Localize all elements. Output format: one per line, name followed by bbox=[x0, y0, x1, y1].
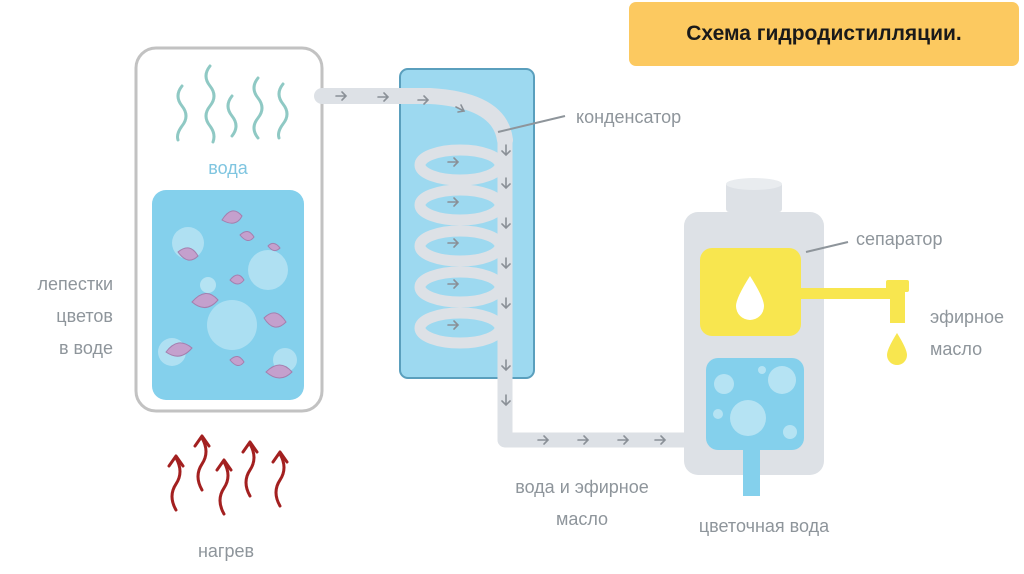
water-and-oil-label-line2: масло bbox=[556, 509, 608, 529]
essential-oil-label-line2: масло bbox=[930, 339, 982, 359]
diagram-title: Схема гидродистилляции. bbox=[686, 22, 962, 45]
essential-oil-label-line1: эфирное bbox=[930, 307, 1004, 327]
flower-petal-icons bbox=[165, 210, 293, 379]
water-label: вода bbox=[208, 158, 248, 178]
oil-drop-icon bbox=[736, 276, 764, 320]
flower-water-layer bbox=[706, 358, 804, 496]
oil-drop-falling-icon bbox=[887, 333, 907, 365]
petals-label-line2: цветов bbox=[56, 306, 113, 326]
title-banner: Схема гидродистилляции. bbox=[629, 2, 1019, 66]
essential-oil-layer bbox=[700, 248, 801, 336]
flower-water-label: цветочная вода bbox=[699, 516, 830, 536]
water-and-oil-label-line1: вода и эфирное bbox=[515, 477, 649, 497]
heating-label: нагрев bbox=[198, 541, 254, 561]
steam-icon bbox=[176, 64, 289, 144]
petals-label-line1: лепестки bbox=[38, 274, 113, 294]
condenser-leader-line bbox=[497, 115, 566, 133]
petals-label-line3: в воде bbox=[59, 338, 113, 358]
separator-leader-line bbox=[805, 241, 849, 253]
condenser-label: конденсатор bbox=[576, 107, 681, 127]
separator-label: сепаратор bbox=[856, 229, 942, 249]
oil-spout bbox=[800, 280, 909, 365]
heat-arrows-icon bbox=[167, 434, 289, 516]
flow-arrows bbox=[335, 91, 667, 445]
